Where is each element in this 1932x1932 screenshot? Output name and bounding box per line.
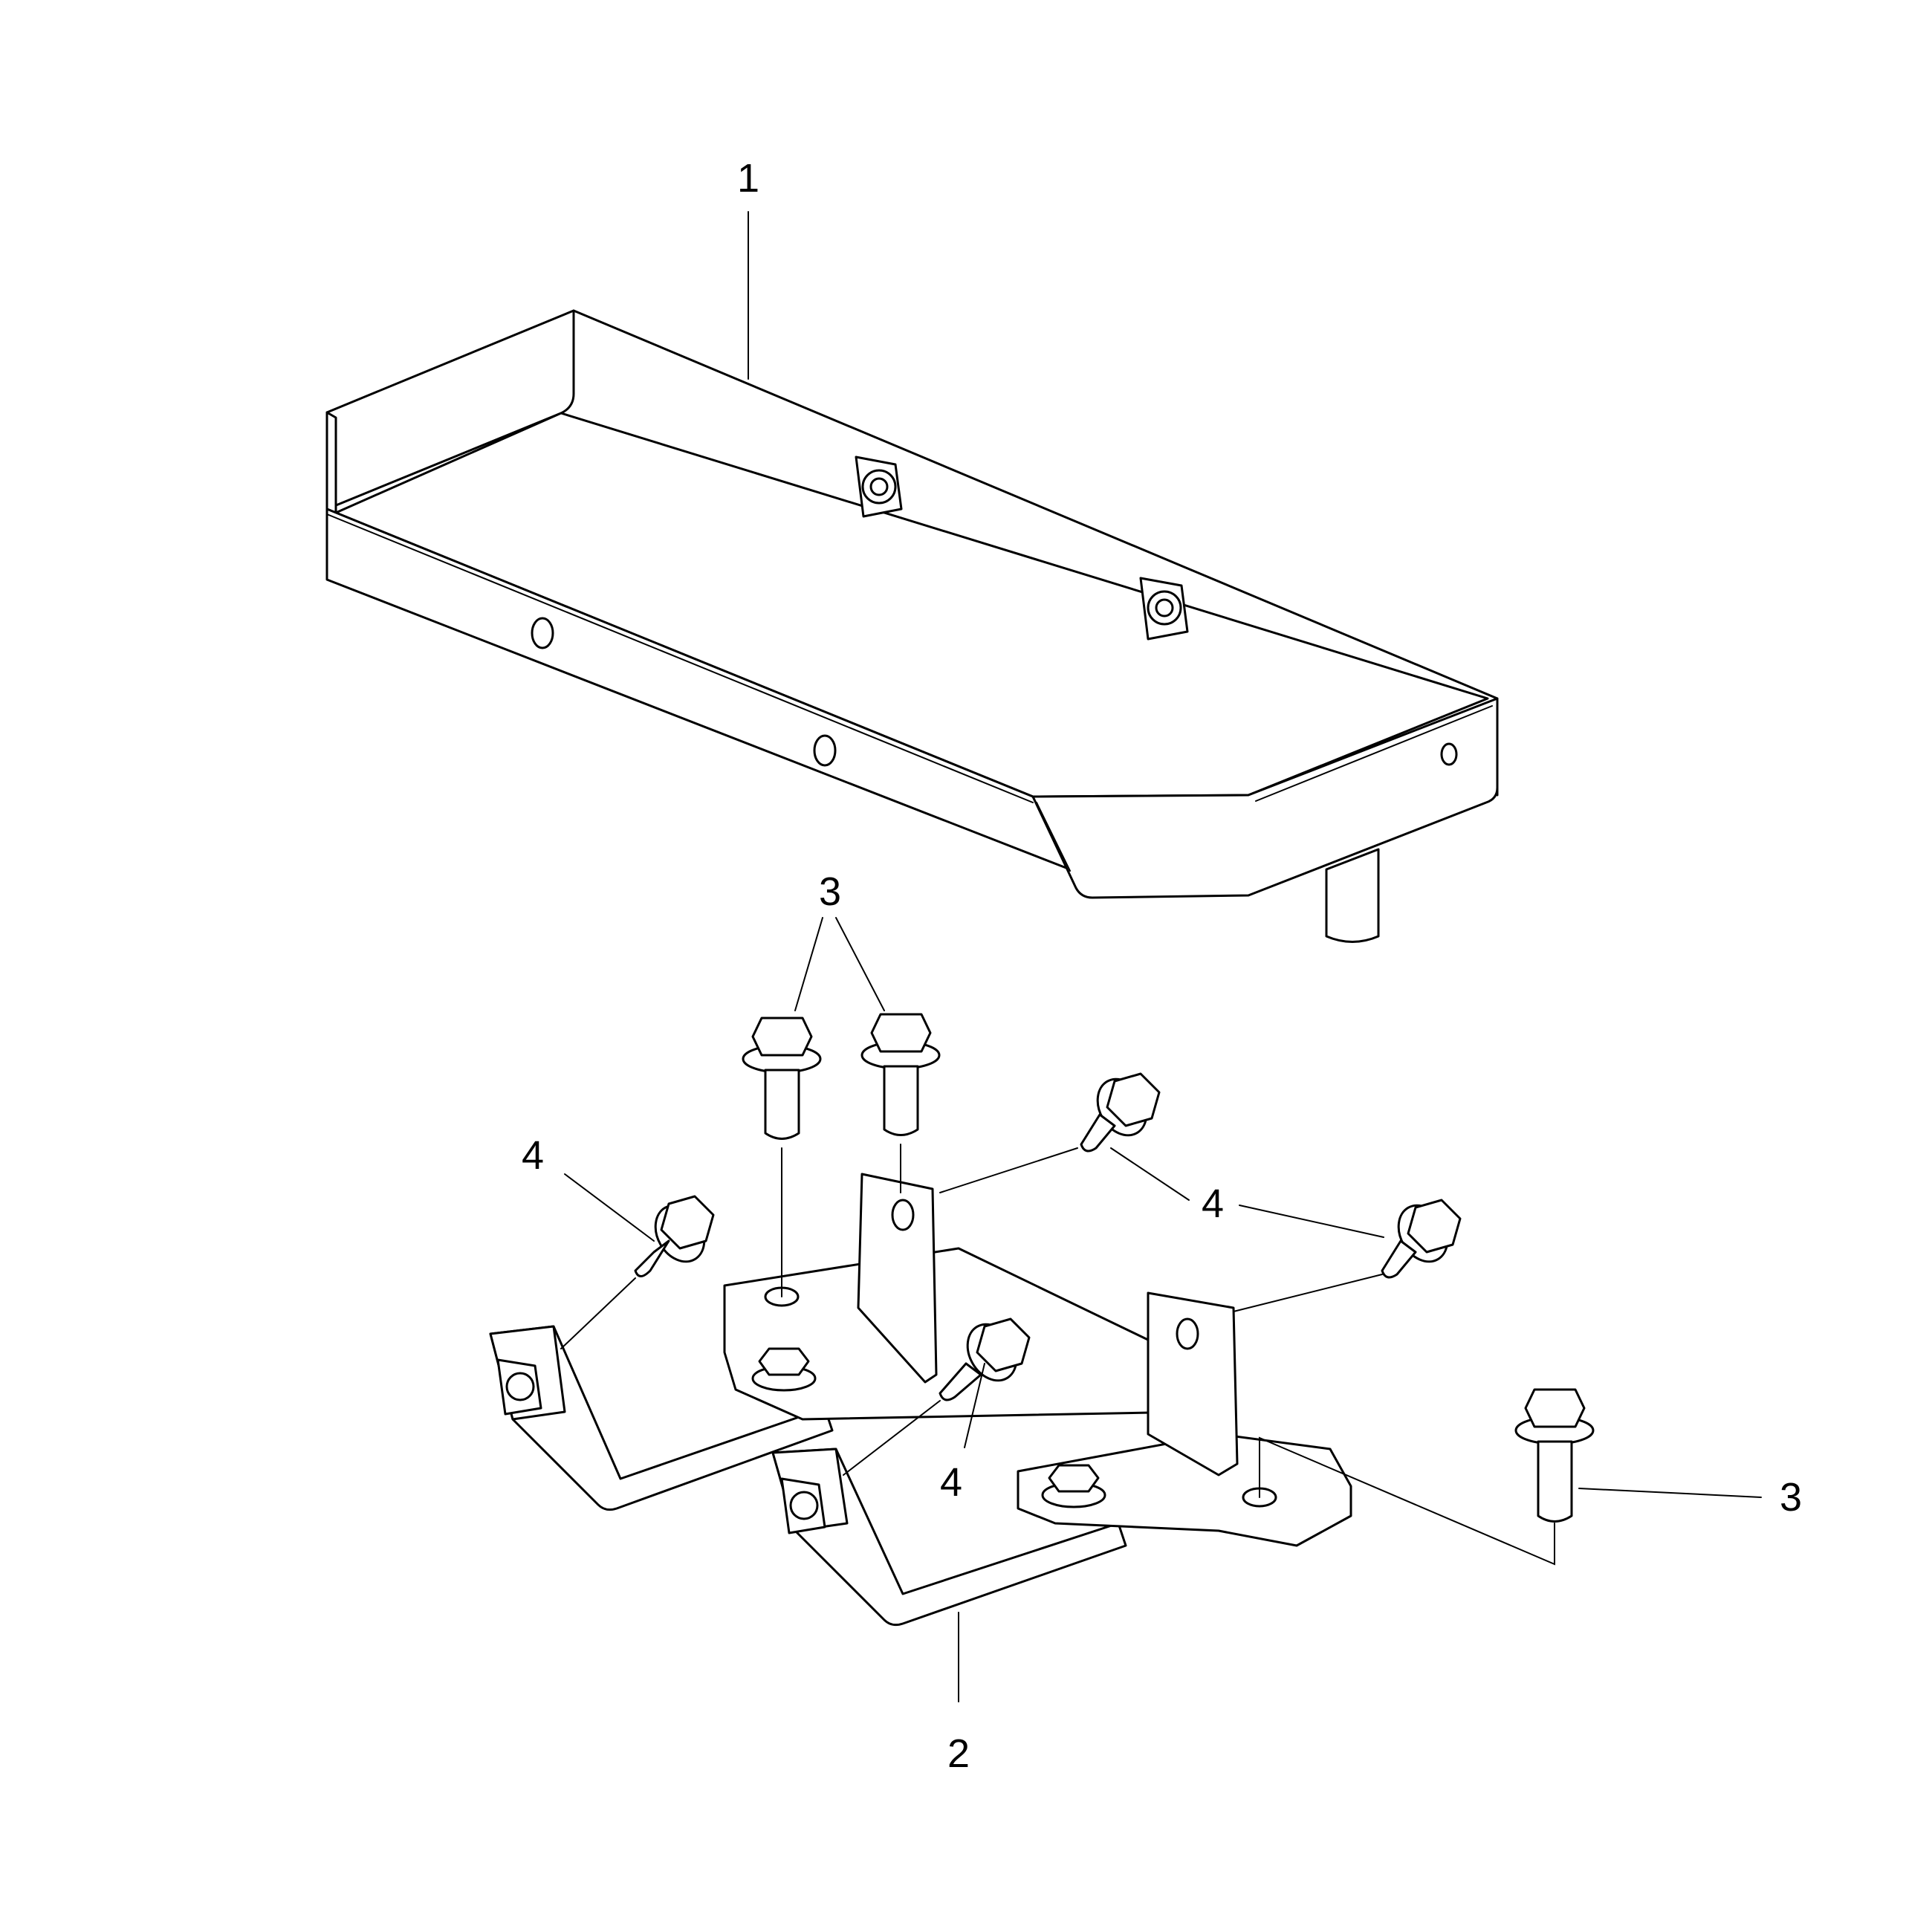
callout-leaders: [564, 211, 1762, 1702]
tray-hole: [531, 617, 554, 649]
captive-nut: [855, 456, 903, 518]
bracket-hole: [891, 1199, 915, 1231]
callout-1: 1: [737, 156, 759, 201]
callout-4-center: 4: [940, 1460, 962, 1505]
flange-screw[interactable]: [1080, 1070, 1161, 1153]
hex-bolt[interactable]: [860, 1013, 941, 1136]
flange-nut: [751, 1347, 817, 1392]
bracket-hole: [1176, 1317, 1199, 1350]
callout-2: 2: [947, 1731, 970, 1776]
flange-screw[interactable]: [939, 1315, 1031, 1401]
callout-3-right: 3: [1780, 1475, 1802, 1520]
cage-nut: [780, 1477, 826, 1534]
flange-screw[interactable]: [1381, 1196, 1462, 1279]
callout-4-left: 4: [522, 1133, 544, 1178]
tray-hole: [813, 734, 837, 767]
hex-bolt[interactable]: [742, 1017, 822, 1140]
tray-hole: [1440, 742, 1458, 766]
callout-4-upper-right: 4: [1202, 1181, 1224, 1226]
callout-3-top: 3: [819, 869, 841, 914]
captive-nut: [1139, 577, 1189, 641]
mounting-bracket[interactable]: [489, 1173, 1352, 1627]
flange-screw[interactable]: [634, 1195, 715, 1277]
cage-nut: [496, 1358, 542, 1416]
battery-tray[interactable]: [325, 309, 1499, 943]
flange-nut: [1041, 1464, 1106, 1508]
assembly-lines: [560, 1144, 1555, 1566]
hex-bolt[interactable]: [1514, 1388, 1595, 1523]
